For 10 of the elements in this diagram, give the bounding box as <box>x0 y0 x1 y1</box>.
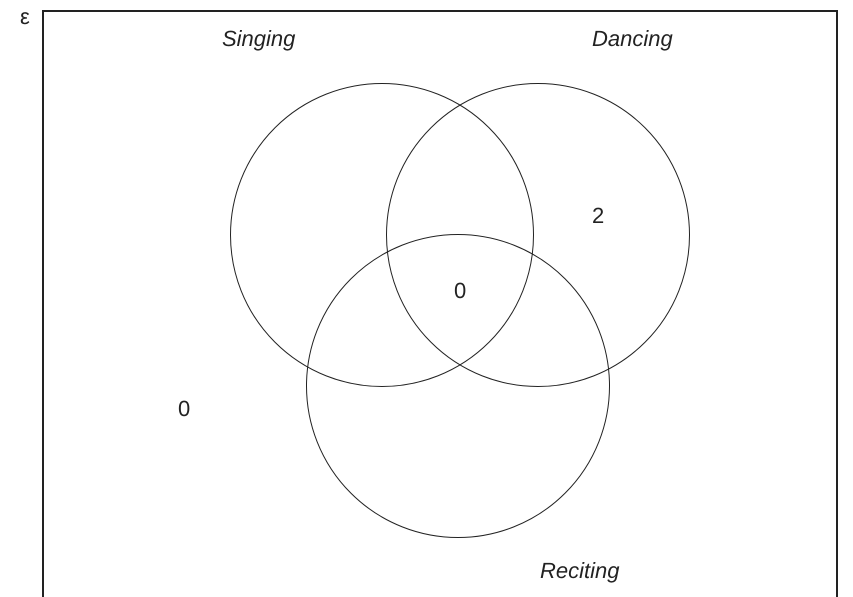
set-circle <box>306 234 610 538</box>
region-count: 0 <box>454 280 466 302</box>
region-count: 2 <box>592 205 604 227</box>
set-circle <box>386 83 690 387</box>
set-label: Dancing <box>592 28 673 50</box>
set-circle <box>230 83 534 387</box>
set-label: Reciting <box>540 560 620 582</box>
region-count: 0 <box>178 398 190 420</box>
universal-set-symbol: ε <box>20 6 30 28</box>
set-label: Singing <box>222 28 296 50</box>
